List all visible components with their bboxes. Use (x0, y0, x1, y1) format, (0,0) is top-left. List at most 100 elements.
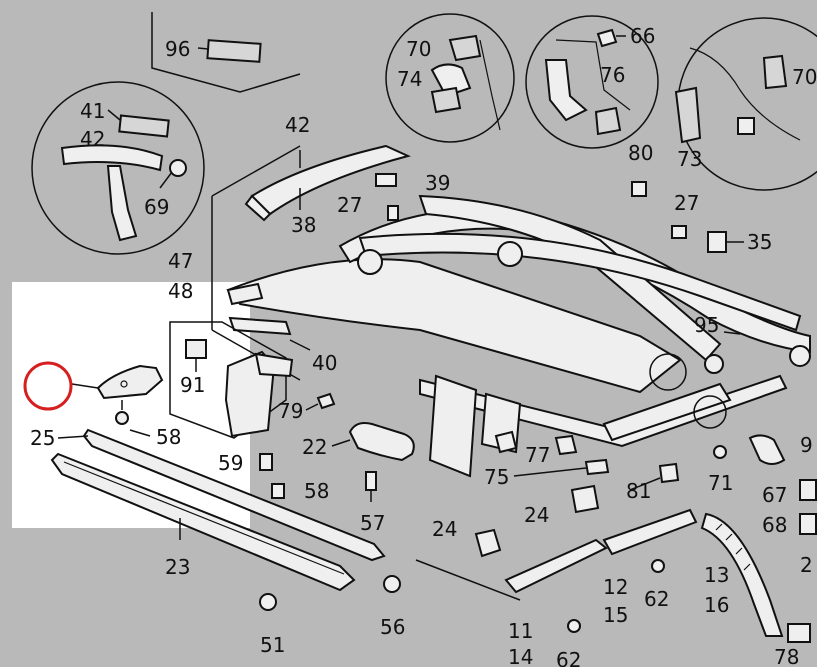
label-66: 66 (630, 24, 655, 48)
label-71: 71 (708, 471, 733, 495)
label-74: 74 (397, 67, 422, 91)
part-80-bolt (631, 181, 647, 197)
label-42a: 42 (80, 127, 105, 151)
part-12-strip (602, 508, 698, 556)
label-69: 69 (144, 195, 169, 219)
leader-41 (107, 109, 121, 121)
part-13-teeth (715, 523, 751, 571)
label-22: 22 (302, 435, 327, 459)
part-42-bracket (60, 144, 164, 172)
detail-ring-1 (649, 353, 687, 391)
hinge-joint-4 (789, 345, 811, 367)
part-35-block (707, 231, 727, 253)
part-41-pad (118, 114, 170, 138)
hinge-joint-1 (357, 249, 383, 275)
part-40-strip (228, 316, 292, 336)
leader-75 (513, 467, 587, 477)
hinge-joint-2 (497, 241, 523, 267)
label-41: 41 (80, 99, 105, 123)
part-70b-pad (762, 54, 788, 90)
detail-circle-66 (525, 15, 659, 149)
rail-front (602, 382, 732, 442)
part-79-clip (316, 392, 336, 410)
part-75-clip (584, 458, 610, 476)
label-25: 25 (30, 426, 55, 450)
part-59-bolt (259, 453, 273, 471)
part-57-bolt (365, 471, 377, 491)
part-27a-bolt (387, 205, 399, 221)
label-27a: 27 (337, 193, 362, 217)
label-67: 67 (762, 483, 787, 507)
trim-line-73 (689, 47, 801, 141)
label-68: 68 (762, 513, 787, 537)
label-70: 70 (406, 37, 431, 61)
top-frame-front (226, 258, 682, 394)
part-69-bolt (169, 159, 187, 177)
part-58b-bolt (271, 483, 285, 499)
trim-line-66 (555, 39, 631, 111)
leader-22 (331, 439, 351, 447)
leader-95 (723, 331, 741, 335)
label-23: 23 (165, 555, 190, 579)
box-48-outline (169, 321, 287, 439)
label-78: 78 (774, 645, 799, 667)
part-67-grommet (748, 434, 786, 465)
label-73: 73 (677, 147, 702, 171)
part-58-screw-head (115, 411, 129, 425)
label-95: 95 (694, 313, 719, 337)
leader-40 (289, 339, 311, 351)
label-16: 16 (704, 593, 729, 617)
part-74-clip (430, 63, 472, 98)
label-39: 39 (425, 171, 450, 195)
part-51-nut (259, 593, 277, 611)
label-62b: 62 (556, 648, 581, 667)
frame-outline (211, 145, 521, 601)
part-68-block (799, 513, 817, 535)
part-62a-nut (651, 559, 665, 573)
part-96-pad (206, 39, 262, 63)
label-62a: 62 (644, 587, 669, 611)
part-76-pad (594, 106, 622, 136)
label-48: 48 (168, 279, 193, 303)
label-96: 96 (165, 37, 190, 61)
part-48-bracket-top (254, 352, 294, 378)
part-11-strip (504, 538, 608, 594)
part-66-cap (596, 28, 618, 48)
part-77-clip (554, 434, 578, 456)
leader-69 (159, 171, 173, 189)
label-51: 51 (260, 633, 285, 657)
label-81: 81 (626, 479, 651, 503)
label-58b: 58 (304, 479, 329, 503)
label-47: 47 (168, 249, 193, 273)
label-40: 40 (312, 351, 337, 375)
leader-58a (129, 429, 151, 437)
part-56-nut (383, 575, 401, 593)
highlight-ring-49 (23, 361, 73, 411)
leader-79 (305, 403, 319, 411)
leader-96 (197, 47, 209, 50)
part-91-clip (185, 339, 207, 359)
part-73-pad (674, 86, 702, 144)
hinge-joint-3 (704, 354, 724, 374)
label-38: 38 (291, 213, 316, 237)
part-76-bracket (544, 59, 588, 122)
label-56: 56 (380, 615, 405, 639)
part-13-seal (700, 512, 784, 637)
label-77: 77 (525, 443, 550, 467)
label-2: 2 (800, 553, 813, 577)
part-27b-bolt (671, 225, 687, 239)
part-49-latch (96, 364, 164, 400)
detail-circle-41 (31, 81, 205, 255)
part-24b-block (570, 484, 600, 514)
label-42b: 42 (285, 113, 310, 137)
part-81-clip (658, 462, 680, 484)
label-13: 13 (704, 563, 729, 587)
label-80: 80 (628, 141, 653, 165)
part-77b-clip (494, 430, 518, 454)
part-9-block (799, 479, 817, 501)
label-75: 75 (484, 465, 509, 489)
label-9: 9 (800, 433, 813, 457)
part-24a-block (474, 528, 502, 558)
part-62b-nut (567, 619, 581, 633)
